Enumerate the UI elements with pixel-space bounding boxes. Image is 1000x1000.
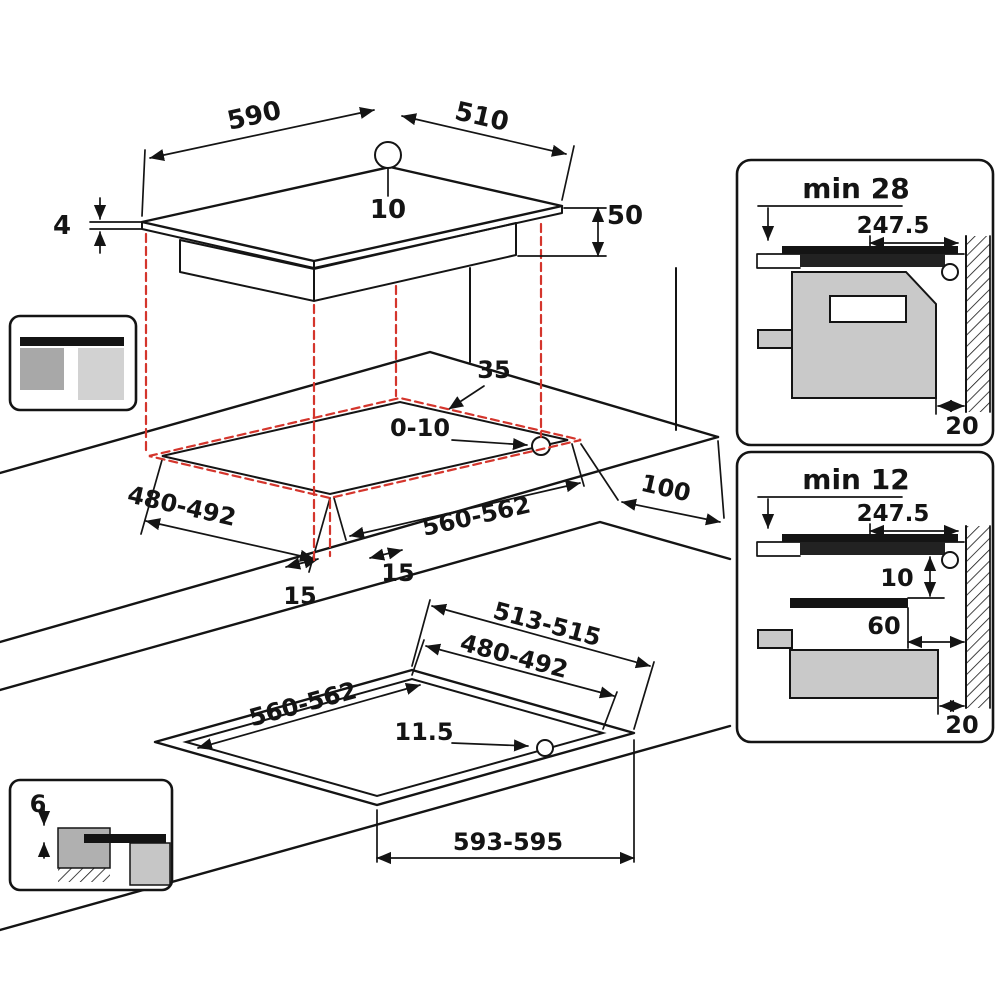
cutout-outline bbox=[161, 400, 569, 496]
flush-worktop-front-edge bbox=[0, 724, 732, 932]
hob-corner-radius-circle bbox=[374, 141, 402, 169]
hob-width-ext-line bbox=[141, 149, 146, 217]
hob-glass-edge bbox=[141, 205, 563, 270]
dim-label-section-a-center: 247.5 bbox=[857, 213, 930, 239]
dim-label-section-b-shelf-gap: 10 bbox=[880, 564, 913, 592]
section-b-shelf bbox=[790, 598, 908, 608]
hob-depth-ext-line bbox=[561, 145, 575, 201]
dim-label-cutout-width: 560-562 bbox=[419, 491, 533, 542]
hob-body bbox=[179, 222, 517, 303]
cutout-corner-hole bbox=[531, 436, 551, 456]
section-a-hob-glass bbox=[782, 246, 958, 254]
dim-label-rear-clearance: 100 bbox=[638, 469, 693, 508]
section-a-wall-hatch bbox=[966, 236, 990, 412]
section-a-left-bracket bbox=[757, 329, 793, 349]
hob-projection-outline bbox=[148, 396, 582, 500]
hob-width-dim-line bbox=[149, 106, 375, 162]
hob-top-surface bbox=[140, 165, 564, 263]
hob-isometric: 10 590 510 4 50 bbox=[53, 96, 643, 303]
inset-surface-mount-detail bbox=[8, 314, 138, 412]
worktop-rear-edges bbox=[0, 350, 720, 475]
section-min-12: min 12 247.5 10 60 20 bbox=[735, 450, 995, 744]
step-hatch bbox=[58, 868, 110, 882]
step-cabinet-block bbox=[129, 842, 171, 886]
flush-corner-leader bbox=[451, 739, 529, 752]
rear-offset-leader bbox=[448, 385, 485, 410]
section-b-oven bbox=[789, 649, 939, 699]
glass-thickness-ext-lines bbox=[89, 221, 143, 230]
dim-label-hob-height: 50 bbox=[607, 201, 643, 231]
dim-label-gap: 0-10 bbox=[390, 414, 450, 442]
dim-label-hob-depth: 510 bbox=[452, 96, 512, 137]
flush-outer-depth-ext-lines bbox=[411, 599, 655, 730]
section-b-hob-glass bbox=[782, 534, 958, 542]
section-a-gap-circle bbox=[941, 263, 959, 281]
margin-right-dim-line bbox=[369, 547, 403, 561]
dim-label-cutout-depth: 480-492 bbox=[125, 480, 239, 532]
dim-label-section-a-clearance: min 28 bbox=[802, 172, 909, 205]
gap-leader bbox=[451, 437, 528, 451]
hob-depth-dim-line bbox=[401, 113, 567, 157]
section-min-28: min 28 247.5 20 bbox=[735, 158, 995, 447]
step-hob-glass bbox=[84, 834, 166, 843]
dim-label-rear-offset: 35 bbox=[477, 356, 510, 384]
flush-worktop-rear-edges bbox=[0, 520, 732, 692]
flush-inner-depth-ext-lines bbox=[411, 639, 618, 730]
dim-label-flush-outer-width: 593-595 bbox=[453, 828, 563, 856]
section-a-hob-body bbox=[800, 254, 945, 267]
dim-label-section-b-clearance: min 12 bbox=[802, 463, 909, 496]
section-b-gap-circle bbox=[941, 551, 959, 569]
inset-flush-step-detail: 6 bbox=[8, 778, 174, 892]
dim-label-section-b-wall-gap: 20 bbox=[945, 711, 978, 739]
section-a-vent-slot bbox=[829, 295, 907, 323]
worktop-front-edge bbox=[0, 435, 720, 644]
section-a-cabinet bbox=[791, 271, 937, 399]
dim-label-glass-thickness: 4 bbox=[53, 211, 71, 241]
rear-clearance-ext-lines bbox=[580, 440, 725, 519]
section-b-wall-hatch bbox=[966, 526, 990, 708]
surface-mount-hob-glass bbox=[20, 337, 124, 346]
dim-label-section-a-wall-gap: 20 bbox=[945, 412, 978, 440]
flush-corner-hole bbox=[536, 739, 554, 757]
dim-label-section-b-setback: 60 bbox=[867, 612, 900, 640]
margin-left-dim-line bbox=[285, 556, 319, 570]
cutout-width-dim-line bbox=[349, 480, 581, 539]
dim-label-flush-corner-radius: 11.5 bbox=[394, 718, 453, 746]
flush-inner-width-dim-line bbox=[197, 682, 421, 751]
dim-label-hob-corner-radius: 10 bbox=[370, 195, 406, 225]
surface-mount-cabinet-left bbox=[20, 348, 64, 390]
section-b-left-bracket bbox=[757, 629, 793, 649]
section-b-hob-body bbox=[800, 542, 945, 555]
flush-outer-depth-dim-line bbox=[431, 603, 651, 669]
hob-projection-lines bbox=[144, 222, 582, 562]
dim-label-section-b-center: 247.5 bbox=[857, 501, 930, 527]
surface-mount-worktop-right bbox=[78, 348, 124, 400]
hob-height-ext-lines bbox=[517, 207, 607, 257]
rear-clearance-dim-line bbox=[621, 498, 721, 526]
cutout-depth-dim-line bbox=[145, 518, 315, 562]
cutout-width-ext-lines bbox=[333, 443, 585, 541]
